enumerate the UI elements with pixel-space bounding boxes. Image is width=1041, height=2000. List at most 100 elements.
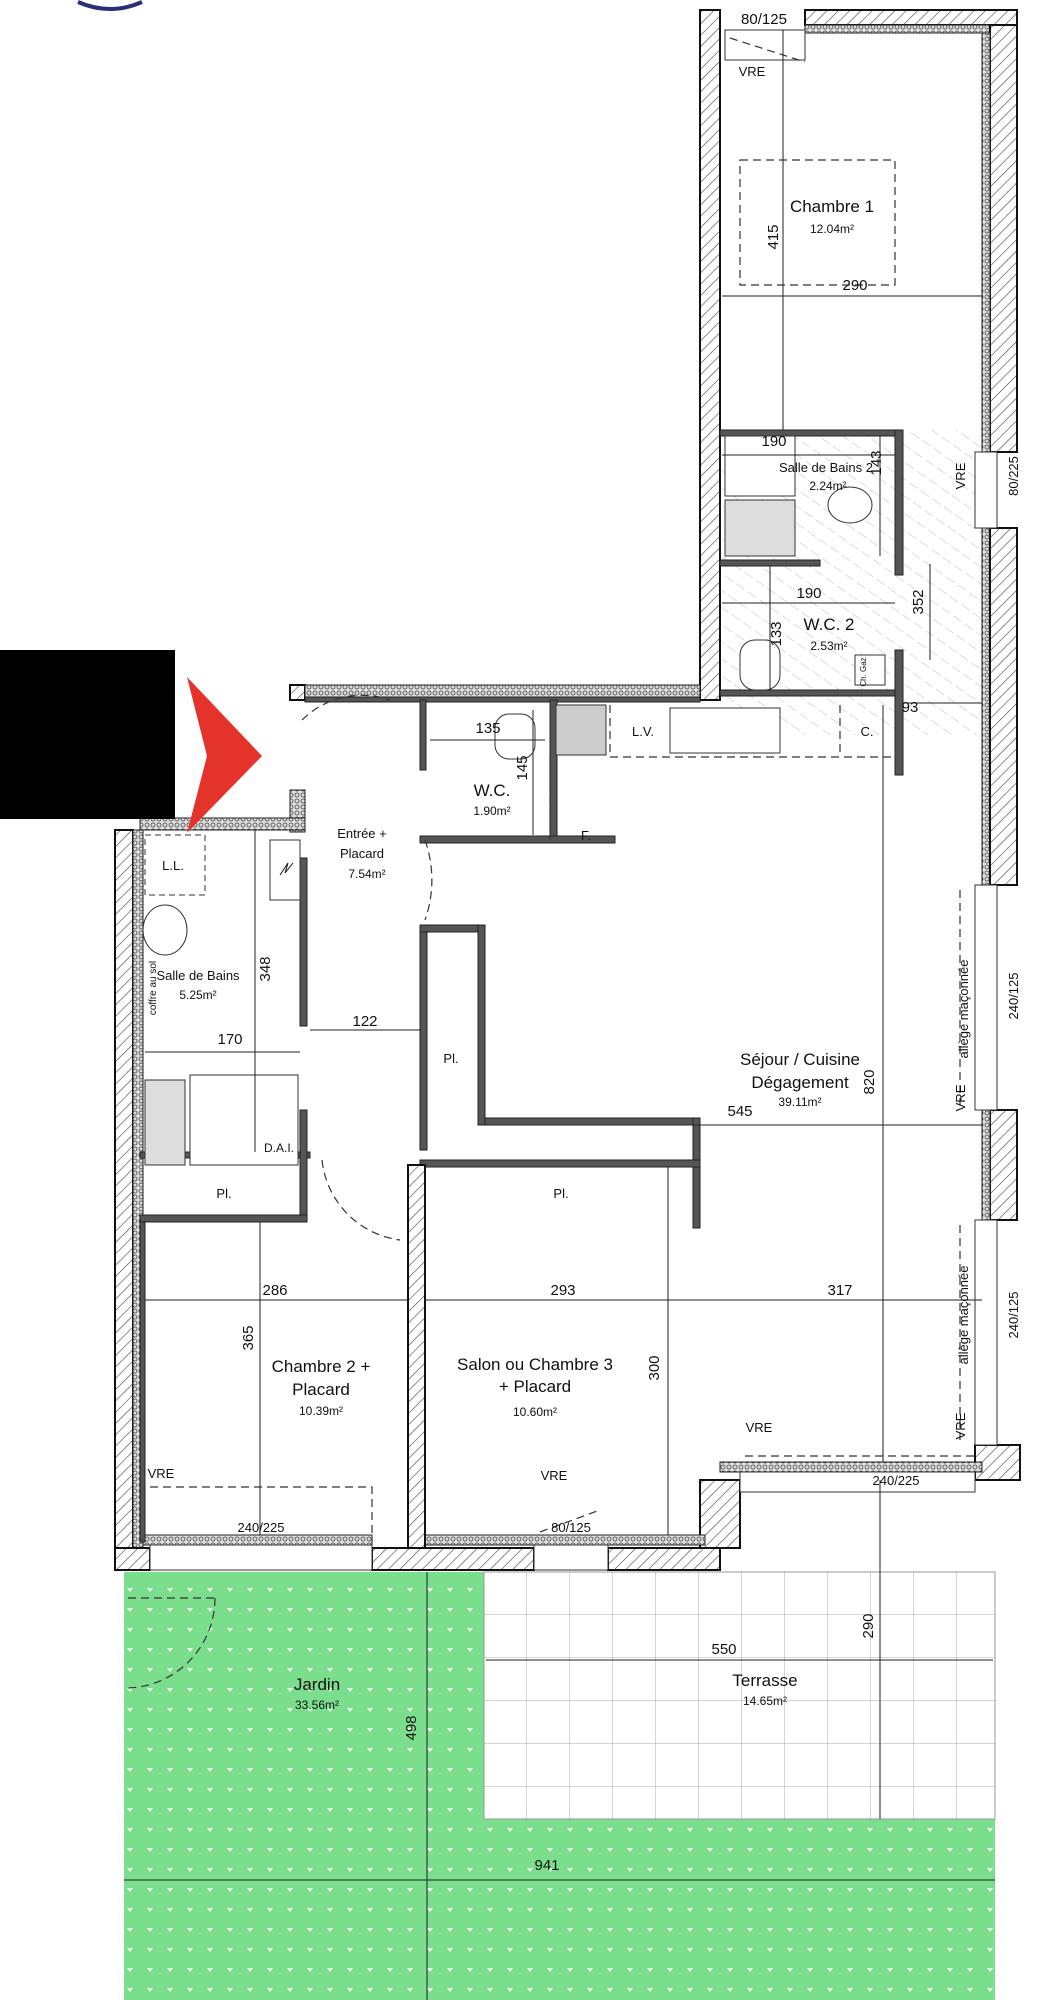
dim-317: 317 <box>827 1282 852 1299</box>
label-pl-3: Pl. <box>553 1186 568 1201</box>
dim-941: 941 <box>534 1857 559 1874</box>
dim-545: 545 <box>727 1103 752 1120</box>
area-chambre3: 10.60m² <box>513 1405 557 1419</box>
boiler-icon <box>854 654 886 686</box>
dimension-lines <box>124 30 995 2000</box>
label-coffre: coffre au sol <box>148 961 159 1015</box>
win-ch2: 240/225 <box>238 1520 285 1535</box>
win-ch1-right: 80/225 <box>1006 456 1021 496</box>
dim-135: 135 <box>475 720 500 737</box>
washbasin-icon-2 <box>142 904 188 956</box>
vre-1: VRE <box>739 64 766 79</box>
label-lv: L.V. <box>632 724 654 739</box>
room-wc: W.C. <box>474 781 511 800</box>
room-sdb: Salle de Bains <box>156 968 240 983</box>
electrical-panel-icon <box>269 839 301 901</box>
dim-170: 170 <box>217 1031 242 1048</box>
room-chambre2-1: Chambre 2 + <box>272 1357 371 1376</box>
dim-293: 293 <box>550 1282 575 1299</box>
room-sdb2: Salle de Bains 2 <box>779 460 873 475</box>
dim-820: 820 <box>861 1069 878 1094</box>
room-jardin: Jardin <box>294 1675 340 1694</box>
dim-498: 498 <box>403 1715 420 1740</box>
garden-gate-swing <box>127 1597 216 1689</box>
dim-190a: 190 <box>761 433 786 450</box>
area-sejour: 39.11m² <box>778 1095 821 1109</box>
allege-1: allège maçonnée <box>956 959 971 1058</box>
fixture-labels: L.L. L.V. C. F. Pl. Pl. Pl. D.A.I. coffr… <box>148 657 874 1201</box>
fridge-icon <box>555 704 607 756</box>
dim-290: 290 <box>842 277 867 294</box>
bathtub-icon-2 <box>144 1079 186 1166</box>
vre-5: VRE <box>746 1420 773 1435</box>
dim-415: 415 <box>765 224 782 249</box>
dimension-labels: 415 290 190 143 190 133 352 93 135 145 3… <box>217 224 927 1874</box>
dim-133: 133 <box>768 621 785 646</box>
room-terrasse: Terrasse <box>732 1671 797 1690</box>
area-sdb: 5.25m² <box>179 988 216 1002</box>
logo-fragment <box>77 0 143 11</box>
label-pl-1: Pl. <box>443 1051 458 1066</box>
area-sdb2: 2.24m² <box>809 479 846 493</box>
washbasin-icon <box>827 486 873 524</box>
windows <box>149 29 998 1571</box>
win-ch3: 80/125 <box>551 1520 591 1535</box>
dim-550: 550 <box>711 1641 736 1658</box>
dim-348: 348 <box>257 956 274 981</box>
area-jardin: 33.56m² <box>295 1698 339 1712</box>
room-chambre1: Chambre 1 <box>790 197 874 216</box>
room-entree-1: Entrée + <box>337 826 387 841</box>
bed-outline <box>739 159 896 286</box>
vre-6: VRE <box>148 1466 175 1481</box>
area-chambre2: 10.39m² <box>299 1404 343 1418</box>
label-ll: L.L. <box>162 858 184 873</box>
vre-2: VRE <box>953 462 968 489</box>
redaction-block <box>0 650 175 819</box>
dim-300: 300 <box>646 1355 663 1380</box>
dim-365: 365 <box>240 1325 257 1350</box>
vre-3: VRE <box>953 1084 968 1111</box>
room-sejour-2: Dégagement <box>751 1073 849 1092</box>
toilet-icon-2 <box>494 713 536 760</box>
win-sejour-right-1: 240/125 <box>1006 973 1021 1020</box>
garden-area <box>124 1572 995 2000</box>
room-chambre3-2: + Placard <box>499 1377 571 1396</box>
vre-7: VRE <box>541 1468 568 1483</box>
label-f: F. <box>581 828 591 843</box>
win-sejour-right-2: 240/125 <box>1006 1292 1021 1339</box>
room-chambre3-1: Salon ou Chambre 3 <box>457 1355 613 1374</box>
dim-290-terrace: 290 <box>860 1613 877 1638</box>
label-c: C. <box>861 724 874 739</box>
area-chambre1: 12.04m² <box>810 222 854 236</box>
area-entree: 7.54m² <box>348 867 385 881</box>
room-chambre2-2: Placard <box>292 1380 350 1399</box>
room-wc2: W.C. 2 <box>803 615 854 634</box>
area-wc: 1.90m² <box>473 804 510 818</box>
dim-190b: 190 <box>796 585 821 602</box>
shower-tray <box>724 435 796 497</box>
area-wc2: 2.53m² <box>810 639 847 653</box>
dim-352: 352 <box>910 589 927 614</box>
vre-4: VRE <box>953 1412 968 1439</box>
label-chgaz: Ch. Gaz <box>859 657 868 686</box>
room-entree-2: Placard <box>340 846 384 861</box>
bathtub-icon <box>724 499 796 557</box>
dim-145: 145 <box>514 755 531 780</box>
allege-2: allège maçonnée <box>956 1265 971 1364</box>
window-labels: 80/125 VRE VRE 80/225 allège maçonnée 24… <box>148 11 1021 1535</box>
dim-93: 93 <box>902 699 919 716</box>
sink-icon <box>669 707 781 754</box>
room-sejour-1: Séjour / Cuisine <box>740 1050 860 1069</box>
win-top: 80/125 <box>741 11 787 28</box>
dim-143: 143 <box>868 450 885 475</box>
shower-tray-2 <box>189 1074 299 1166</box>
room-labels: Chambre 1 12.04m² Salle de Bains 2 2.24m… <box>156 197 874 1712</box>
label-dai: D.A.I. <box>264 1141 294 1155</box>
fixtures <box>142 159 896 1166</box>
entrance-arrow-icon <box>187 677 262 833</box>
win-terrace: 240/225 <box>873 1473 920 1488</box>
area-terrasse: 14.65m² <box>743 1694 787 1708</box>
terrace-area <box>483 1571 996 1820</box>
dim-122: 122 <box>352 1013 377 1030</box>
